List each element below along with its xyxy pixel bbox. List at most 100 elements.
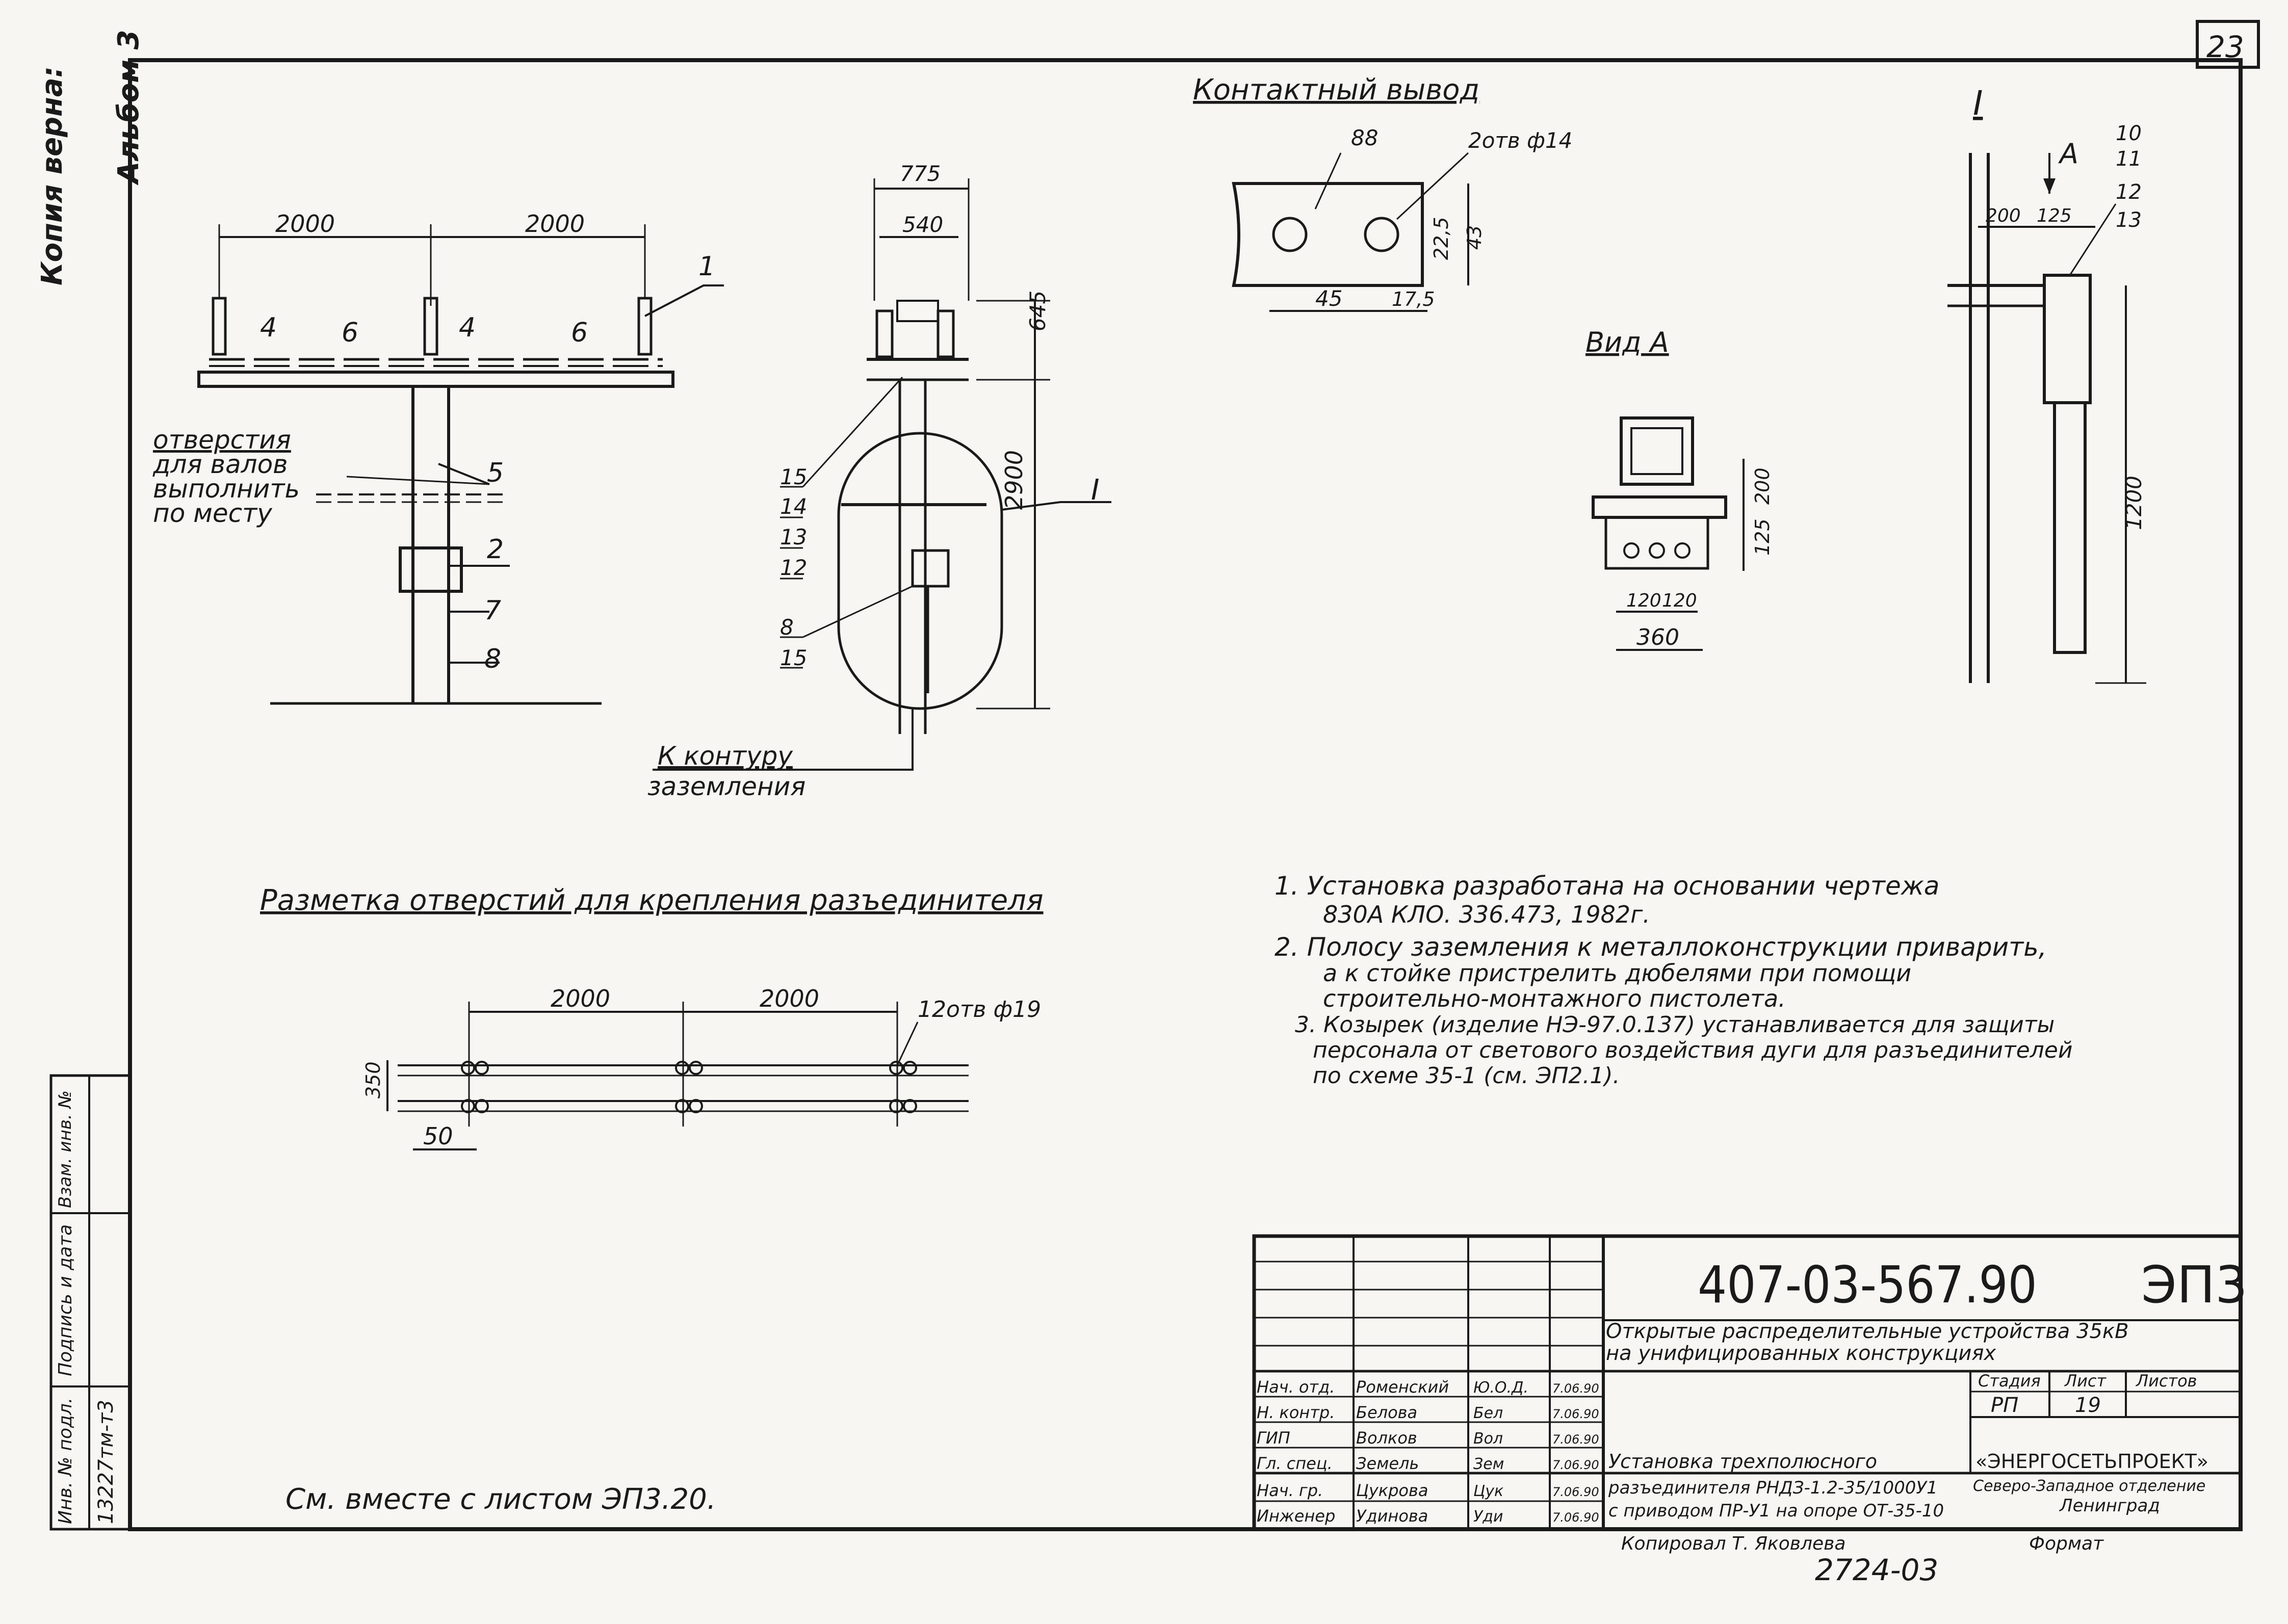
- ground-note-1: К контуру: [658, 741, 793, 771]
- signer-name-3: Волков: [1356, 1428, 1417, 1448]
- dim-1200: 1200: [2121, 476, 2146, 530]
- signer-role-5: Нач. гр.: [1257, 1481, 1323, 1500]
- signer-name-5: Цукрова: [1356, 1481, 1428, 1500]
- section-mark-side: I: [1091, 474, 1100, 507]
- marking-title: Разметка отверстий для крепления разъеди…: [260, 884, 1044, 917]
- signer-sign-3: Вол: [1473, 1430, 1503, 1448]
- signer-sign-2: Бел: [1473, 1404, 1503, 1422]
- dim-43: 43: [1463, 225, 1486, 250]
- note-2b: а к стойке пристрелить дюбелями при помо…: [1323, 959, 1911, 987]
- signer-name-4: Земель: [1356, 1454, 1419, 1473]
- note-1: 1. Установка разработана на основании че…: [1275, 871, 1939, 901]
- callout-6a: 6: [342, 318, 358, 348]
- stage-header: Стадия: [1978, 1371, 2041, 1391]
- hole-marking-view: Разметка отверстий для крепления разъеди…: [260, 884, 1044, 1150]
- dim-2holes: 2отв ф14: [1468, 128, 1572, 153]
- copy-note: Копия верна:: [36, 66, 69, 285]
- signer-role-2: Н. контр.: [1257, 1403, 1335, 1422]
- signer-date-2: 7.06.90: [1552, 1407, 1599, 1421]
- note-3b: персонала от светового воздействия дуги …: [1313, 1037, 2072, 1063]
- org-branch: Северо-Западное отделение: [1973, 1477, 2205, 1495]
- signer-role-3: ГИП: [1257, 1428, 1290, 1448]
- signer-sign-6: Уди: [1473, 1508, 1503, 1526]
- dim-2900: 2900: [1000, 450, 1028, 510]
- org-city: Ленинград: [2059, 1496, 2160, 1516]
- callout-8: 7: [484, 595, 501, 626]
- doc-mark: ЭП3: [2141, 1255, 2248, 1315]
- dim-120a: 120: [1626, 590, 1661, 611]
- signer-role-1: Нач. отд.: [1257, 1377, 1335, 1397]
- stamp-sign-date: Подпись и дата: [55, 1224, 76, 1376]
- note-3c: по схеме 35-1 (см. ЭП2.1).: [1313, 1063, 1620, 1089]
- dim-45: 45: [1315, 286, 1342, 311]
- dim-88: 88: [1351, 125, 1378, 150]
- dim-200-view-a: 200: [1751, 467, 1774, 505]
- copied-by: Копировал Т. Яковлева: [1621, 1533, 1845, 1554]
- dim-50: 50: [423, 1122, 453, 1150]
- dim-22-5: 22,5: [1430, 217, 1452, 260]
- album-label: Альбом 3: [112, 30, 145, 184]
- signer-date-1: 7.06.90: [1552, 1381, 1599, 1396]
- dim-2000-marking-left: 2000: [551, 985, 610, 1012]
- drawing-frame: [128, 58, 2243, 1531]
- dim-125-detail: 125: [2037, 205, 2072, 226]
- callout-stack: 15 14 13 12 8 15: [780, 376, 913, 670]
- title-block: 407-03-567.90 ЭП3 Открытые распределител…: [1252, 1234, 2248, 1531]
- note-1b: 830А КЛО. 336.473, 1982г.: [1323, 901, 1650, 928]
- callout-4b: 4: [459, 312, 476, 343]
- drawing-title-2: разъединителя РНДЗ-1.2-35/1000У1: [1608, 1478, 1938, 1498]
- contact-title: Контактный вывод: [1193, 73, 1479, 107]
- callout-12a: 13: [780, 525, 807, 549]
- note-2: 2. Полосу заземления к металлоконструкци…: [1275, 932, 2047, 962]
- holes-note-3: выполнить: [153, 474, 300, 504]
- signer-date-3: 7.06.90: [1552, 1432, 1599, 1447]
- project-name-2: на унифицированных конструкциях: [1606, 1342, 1996, 1365]
- stamp-inv-replace: Взам. инв. №: [55, 1090, 75, 1208]
- bottom-number: 2724-03: [1815, 1553, 1938, 1587]
- side-view: 775 540 645 2900 I 15 14 13: [647, 161, 1111, 801]
- signer-name-2: Белова: [1356, 1403, 1417, 1422]
- stamp-inv-orig: Инв. № подл.: [55, 1397, 76, 1524]
- stamp-inv-orig-value: 13227тм-т3: [94, 1400, 118, 1524]
- dim-775: 775: [900, 161, 941, 186]
- doc-code: 407-03-567.90: [1698, 1255, 2037, 1315]
- drawing-title-1: Установка трехполюсного: [1608, 1450, 1877, 1473]
- callout-13: 13: [2116, 208, 2142, 232]
- sheet-value: 19: [2075, 1394, 2101, 1417]
- drawing-title-3: с приводом ПР-У1 на опоре ОТ-35-10: [1608, 1501, 1944, 1521]
- signer-sign-5: Цук: [1473, 1482, 1503, 1500]
- signer-name-6: Удинова: [1356, 1506, 1428, 1526]
- org-name: «ЭНЕРГОСЕТЬПРОЕКТ»: [1975, 1450, 2208, 1473]
- signer-date-4: 7.06.90: [1552, 1458, 1599, 1472]
- dim-17-5: 17,5: [1392, 288, 1435, 310]
- signer-role-4: Гл. спец.: [1257, 1454, 1333, 1473]
- dim-120b: 120: [1662, 590, 1697, 611]
- page-number-box: [2196, 20, 2260, 69]
- sheet-header: Лист: [2064, 1371, 2107, 1391]
- callout-4a: 4: [260, 312, 277, 343]
- dim-645: 645: [1025, 291, 1050, 331]
- view-a: Вид А 200 125 120 120 360: [1585, 326, 1774, 651]
- dim-2000-marking-right: 2000: [760, 985, 819, 1012]
- dim-540: 540: [902, 212, 943, 237]
- project-name: Открытые распределительные устройства 35…: [1606, 1320, 2129, 1343]
- view-a-title: Вид А: [1585, 326, 1669, 358]
- holes-note-2: для валов: [152, 450, 288, 479]
- callout-9: 8: [484, 644, 501, 674]
- callout-2: 2: [487, 534, 504, 565]
- page-number: 23: [2206, 30, 2244, 64]
- callout-11: 11: [2116, 147, 2142, 171]
- format-label: Формат: [2029, 1533, 2104, 1554]
- contact-terminal-view: Контактный вывод 88 2отв ф14 45 17,5 22,…: [1193, 73, 1572, 312]
- stage-value: РП: [1991, 1394, 2018, 1417]
- sheets-header: Листов: [2136, 1371, 2197, 1391]
- callout-15: 15: [780, 645, 807, 670]
- holes-note-4: по месту: [153, 499, 273, 528]
- dim-360: 360: [1636, 624, 1679, 650]
- signer-name-1: Роменский: [1356, 1377, 1449, 1397]
- callout-6b: 6: [571, 318, 588, 348]
- dim-2000-left: 2000: [275, 210, 335, 238]
- see-also-note: См. вместе с листом ЭП3.20.: [285, 1483, 716, 1516]
- callout-11a: 12: [780, 555, 807, 580]
